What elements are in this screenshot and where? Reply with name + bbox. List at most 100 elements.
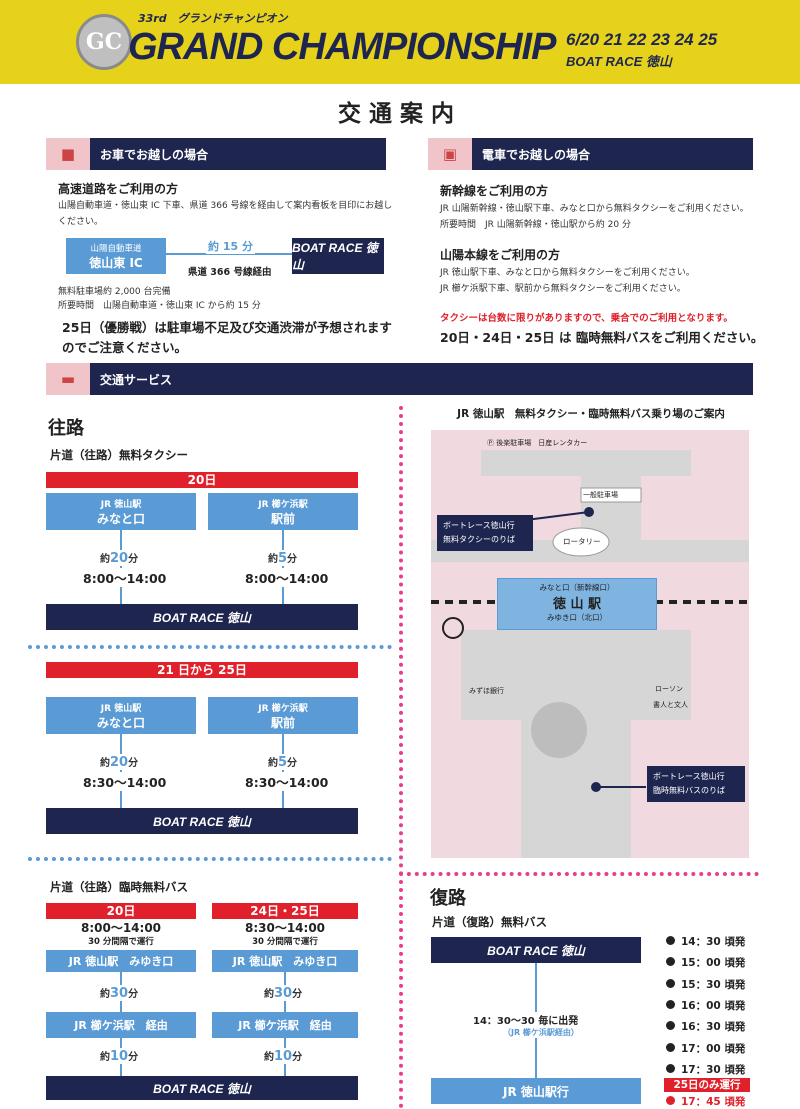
header-venue: BOAT RACE 徳山: [566, 54, 672, 69]
divider-2: [28, 857, 392, 861]
return-dest: JR 徳山駅行: [431, 1078, 641, 1104]
page-title: 交通案内: [338, 101, 462, 127]
header-banner: GC 33rd グランドチャンピオン GRAND CHAMPIONSHIP 6/…: [0, 0, 800, 84]
header-dates: 6/20 21 22 23 24 25: [566, 30, 718, 49]
bus-minutes-1: 約30分: [262, 985, 305, 1001]
bus-stop-miyuki: JR 徳山駅 みゆき口: [46, 950, 196, 972]
bus-interval-1: 30 分間隔で運行: [88, 937, 154, 947]
taxi-minutes-2: 約5分: [266, 550, 300, 566]
route-line: [282, 530, 284, 604]
parking-note: 無料駐車場約 2,000 台完備: [58, 287, 171, 297]
boatrace-logo: BOAT RACE 徳山: [292, 238, 384, 274]
bus-time-2: 8:30～14:00: [244, 921, 326, 935]
divider-vertical-2: [399, 880, 403, 1108]
map-label-parking: Ⓟ 後楽駐車場 日産レンタカー: [487, 439, 588, 447]
car-icon: ■: [46, 138, 90, 170]
return-title: 復路: [430, 888, 466, 909]
map-label-mizuho: みずほ銀行: [469, 687, 504, 695]
bus-time-1: 8:00～14:00: [80, 921, 162, 935]
taxi-minutes-1: 約20分: [98, 754, 141, 770]
car-time-note: 所要時間 山陽自動車道・徳山東 IC から約 15 分: [58, 301, 261, 311]
route-line: [120, 530, 122, 604]
taxi-time-1: 8:30～14:00: [80, 772, 170, 791]
route-line: [282, 734, 284, 808]
departure-time: 14：30 頃発: [666, 934, 745, 949]
bus-note: 20日・24日・25日 は 臨時無料バスをご利用ください。: [440, 330, 764, 345]
taxi-minutes-2: 約5分: [266, 754, 300, 770]
bus-stop-kushigahama: JR 櫛ケ浜駅 経由: [46, 1012, 196, 1038]
map-label-lawson: ローソン: [655, 685, 683, 693]
train-section-header: ▣電車でお越しの場合: [428, 138, 753, 170]
bus-stop-kushigahama: JR 櫛ケ浜駅 経由: [212, 1012, 358, 1038]
shinkansen-heading: 新幹線をご利用の方: [440, 184, 549, 198]
departure-time: 15：00 頃発: [666, 955, 745, 970]
car-duration: 約 15 分: [206, 238, 255, 254]
header-title: GRAND CHAMPIONSHIP: [128, 26, 556, 68]
departure-time: 16：00 頃発: [666, 998, 745, 1013]
station-kushigahama: JR 櫛ケ浜駅駅前: [208, 697, 358, 734]
divider-1: [28, 645, 392, 649]
departure-time: 16：30 頃発: [666, 1019, 745, 1034]
taxi-limit-note: タクシーは台数に限りがありますので、乗合でのご利用となります。: [440, 313, 733, 324]
return-departure: 14：30～30 毎に出発: [470, 1012, 582, 1027]
taxi-minutes-1: 約20分: [98, 550, 141, 566]
station-tokuyama-minato: JR 徳山駅みなと口: [46, 493, 196, 530]
bus-icon: ▬: [46, 363, 90, 395]
taxi-time-2: 8:30～14:00: [242, 772, 332, 791]
taxi-time-2: 8:00～14:00: [242, 568, 332, 587]
car-desc-2: ください。: [58, 217, 104, 227]
route-line: [120, 734, 122, 808]
boatrace-origin: BOAT RACE 徳山: [431, 937, 641, 963]
day-20-bar: 20日: [46, 472, 358, 488]
gc-logo: GC: [76, 14, 132, 70]
only-25-label: 25日のみ運行: [664, 1078, 750, 1092]
car-section-header: ■お車でお越しの場合: [46, 138, 386, 170]
taxi-stop-callout: ボートレース徳山行無料タクシーのりば: [437, 515, 533, 551]
map-label-rotary: ロータリー: [563, 537, 601, 546]
divider-vertical: [399, 406, 403, 876]
station-map: Ⓟ 後楽駐車場 日産レンタカー 一般駐車場 ボートレース徳山行無料タクシーのりば…: [431, 430, 749, 858]
taxi-title: 片道（往路）無料タクシー: [50, 448, 188, 462]
taxi-time-1: 8:00～14:00: [80, 568, 170, 587]
return-via: （JR 櫛ケ浜駅経由）: [500, 1027, 582, 1038]
map-label-bookstore: 書人と文人: [653, 701, 688, 709]
only-25-time: 17：45 頃発: [666, 1094, 745, 1109]
bus-title: 片道（往路）臨時無料バス: [50, 880, 188, 894]
bus-stop-callout: ボートレース徳山行臨時無料バスのりば: [647, 766, 745, 802]
bus-minutes-2: 約10分: [262, 1048, 305, 1064]
service-section-header: ▬交通サービス: [46, 363, 753, 395]
sanyo-heading: 山陽本線をご利用の方: [440, 248, 561, 262]
car-heading: 高速道路をご利用の方: [58, 182, 179, 196]
map-label-general: 一般駐車場: [583, 491, 618, 499]
shinkansen-text-2: 所要時間 JR 山陽新幹線・徳山駅から約 20 分: [440, 220, 631, 230]
sanyo-text-1: JR 徳山駅下車、みなと口から無料タクシーをご利用ください。: [440, 268, 695, 278]
bus-day-24-25: 24日・25日: [212, 903, 358, 919]
car-via: 県道 366 号線経由: [188, 267, 272, 278]
departure-time: 17：00 頃発: [666, 1041, 745, 1056]
station-block: みなと口（新幹線口） 徳 山 駅 みゆき口（北口）: [497, 578, 657, 630]
return-bus-title: 片道（復路）無料バス: [432, 915, 547, 929]
bus-minutes-1: 約30分: [98, 985, 141, 1001]
boatrace-dest-1: BOAT RACE 徳山: [46, 604, 358, 630]
divider-right: [399, 872, 759, 876]
bus-stop-miyuki: JR 徳山駅 みゆき口: [212, 950, 358, 972]
departure-time: 15：30 頃発: [666, 977, 745, 992]
bus-day-20: 20日: [46, 903, 196, 919]
sanyo-text-2: JR 櫛ケ浜駅下車、駅前から無料タクシーをご利用ください。: [440, 284, 686, 294]
car-desc-1: 山陽自動車道・徳山東 IC 下車、県道 366 号線を経由して案内看板を目印にお…: [58, 201, 393, 211]
day-21-25-bar: 21 日から 25日: [46, 662, 358, 678]
boatrace-dest-2: BOAT RACE 徳山: [46, 808, 358, 834]
bus-minutes-2: 約10分: [98, 1048, 141, 1064]
outbound-title: 往路: [48, 418, 84, 439]
boatrace-dest-3: BOAT RACE 徳山: [46, 1076, 358, 1100]
car-warning-1: 25日（優勝戦）は駐車場不足及び交通渋滞が予想されます: [62, 320, 392, 335]
map-title: JR 徳山駅 無料タクシー・臨時無料バス乗り場のご案内: [457, 408, 725, 420]
from-ic-box: 山陽自動車道 徳山東 IC: [66, 238, 166, 274]
shinkansen-text-1: JR 山陽新幹線・徳山駅下車、みなと口から無料タクシーをご利用ください。: [440, 204, 749, 214]
map-roads: [431, 450, 749, 858]
train-icon: ▣: [428, 138, 472, 170]
departure-time: 17：30 頃発: [666, 1062, 745, 1077]
station-tokuyama-minato: JR 徳山駅みなと口: [46, 697, 196, 734]
car-warning-2: のでご注意ください。: [62, 340, 188, 355]
header-subtitle: 33rd グランドチャンピオン: [138, 12, 288, 25]
